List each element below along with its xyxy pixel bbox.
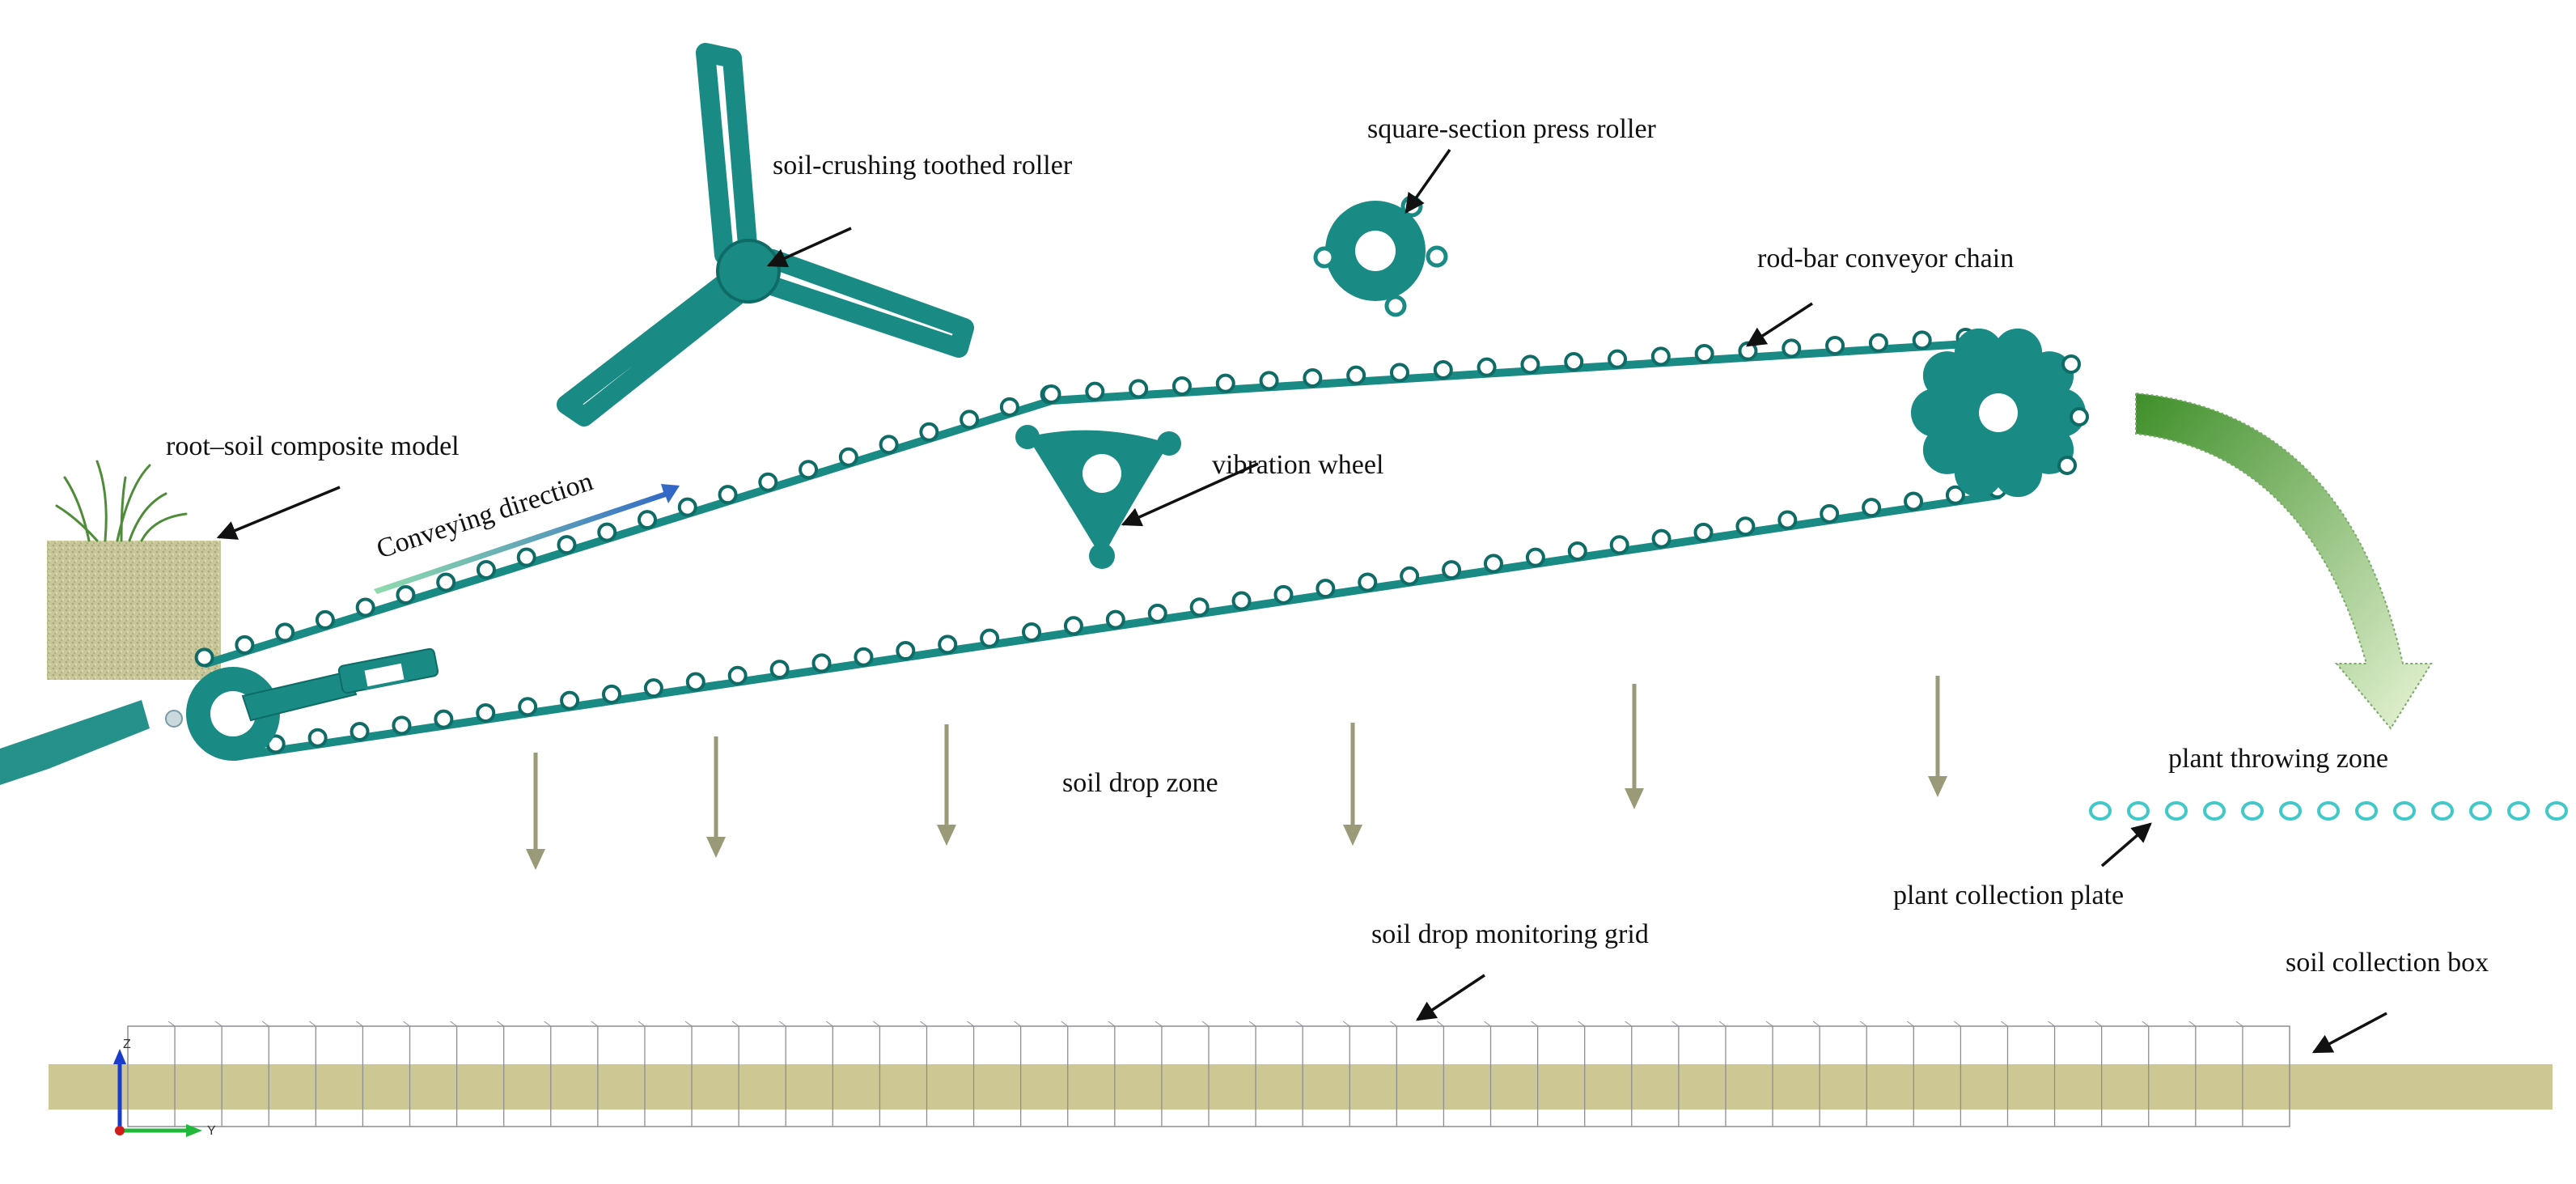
soil-drop-arrows: [526, 676, 1947, 870]
label-root-soil: root–soil composite model: [166, 431, 460, 461]
label-conveyor-chain: rod-bar conveyor chain: [1757, 244, 2014, 274]
roller-hub: [716, 239, 781, 303]
pointer-arrows: [216, 148, 2387, 1054]
label-monitoring-grid: soil drop monitoring grid: [1371, 919, 1649, 949]
soil-collection-box: [49, 1064, 2553, 1110]
soil-crushing-toothed-roller: [557, 43, 974, 426]
square-section-press-roller: [1313, 195, 1448, 317]
tensioner-arm: [241, 647, 439, 722]
label-collection-box: soil collection box: [2286, 948, 2489, 978]
axis-z-label: Z: [123, 1038, 131, 1051]
vibration-wheel: [1015, 425, 1181, 569]
label-toothed-roller: soil-crushing toothed roller: [773, 151, 1073, 180]
drive-sprocket: [1911, 328, 2089, 498]
soil-drop-monitoring-grid: [127, 1021, 2290, 1127]
plant-collection-plate: [2089, 801, 2568, 821]
conveying-direction-arrow: [374, 484, 680, 594]
rod-bar-conveyor-chain: [194, 328, 2007, 761]
label-soil-drop-zone: soil drop zone: [1062, 768, 1218, 798]
root-soil-composite-model: [0, 460, 221, 785]
axis-y-label: Y: [207, 1124, 216, 1138]
plant-throwing-arrow: [2135, 392, 2433, 730]
label-vibration-wheel: vibration wheel: [1212, 450, 1383, 480]
label-plant-collection-plate: plant collection plate: [1893, 881, 2124, 910]
coordinate-axes: Z Y: [113, 1038, 216, 1138]
label-plant-throwing-zone: plant throwing zone: [2168, 744, 2388, 774]
label-press-roller: square-section press roller: [1367, 114, 1657, 144]
